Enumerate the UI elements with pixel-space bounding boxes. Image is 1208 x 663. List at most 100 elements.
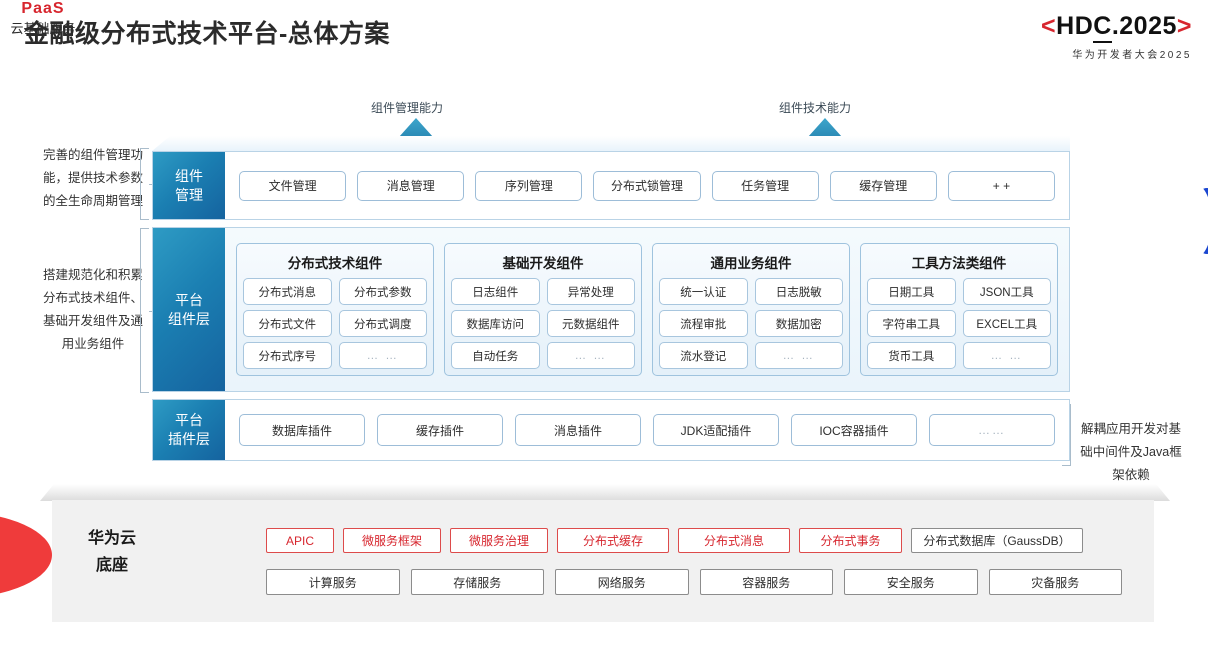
layer-body-component: 分布式技术组件 分布式消息 分布式参数 分布式文件 分布式调度 分布式序号 … …: [225, 228, 1069, 391]
hdc-logo-subtitle: 华为开发者大会2025: [1072, 50, 1192, 61]
hdc-logo: <HDC.2025> 华为开发者大会2025: [1041, 12, 1192, 61]
plugin-item[interactable]: 消息插件: [515, 414, 641, 446]
layer-body-management: 文件管理 消息管理 序列管理 分布式锁管理 任务管理 缓存管理 + +: [225, 152, 1069, 219]
layer-platform-plugin: 平台 插件层 数据库插件 缓存插件 消息插件 JDK适配插件 IOC容器插件 ……: [152, 399, 1070, 461]
management-item[interactable]: 消息管理: [357, 170, 465, 201]
component-cell[interactable]: 流水登记: [659, 342, 748, 369]
cloud-service-item[interactable]: 存储服务: [410, 569, 544, 595]
cloud-service-item[interactable]: 网络服务: [555, 569, 689, 595]
cloud-service-item[interactable]: 计算服务: [266, 569, 400, 595]
component-group-title: 工具方法类组件: [911, 256, 1007, 271]
component-group-grid: 统一认证 日志脱敏 流程审批 数据加密 流水登记 … …: [659, 278, 843, 369]
management-item-row: 文件管理 消息管理 序列管理 分布式锁管理 任务管理 缓存管理 + +: [225, 170, 1069, 201]
paas-item[interactable]: APIC: [266, 528, 334, 553]
component-cell[interactable]: 分布式参数: [338, 278, 427, 305]
management-item[interactable]: 文件管理: [239, 170, 347, 201]
component-group-grid: 分布式消息 分布式参数 分布式文件 分布式调度 分布式序号 … …: [243, 278, 427, 369]
component-group-common-business: 通用业务组件 统一认证 日志脱敏 流程审批 数据加密 流水登记 … …: [652, 243, 850, 376]
platform-panel: 组件 管理 文件管理 消息管理 序列管理 分布式锁管理 任务管理 缓存管理 + …: [152, 136, 1070, 480]
paas-item-database[interactable]: 分布式数据库（GaussDB）: [911, 528, 1083, 553]
component-cell[interactable]: 日志脱敏: [754, 278, 843, 305]
paas-item[interactable]: 微服务框架: [343, 528, 441, 553]
paas-row-label: PaaS: [21, 0, 65, 17]
component-cell-more[interactable]: … …: [338, 342, 427, 369]
panel-top-bevel: [152, 136, 1070, 151]
component-group-title: 分布式技术组件: [287, 256, 383, 271]
component-group-title: 通用业务组件: [710, 256, 792, 271]
component-cell-more[interactable]: … …: [546, 342, 635, 369]
component-group-row: 分布式技术组件 分布式消息 分布式参数 分布式文件 分布式调度 分布式序号 … …: [225, 236, 1069, 383]
bracket-left-top: [140, 148, 154, 220]
component-cell[interactable]: 自动任务: [451, 342, 540, 369]
logo-text-post: .2025: [1111, 12, 1177, 40]
red-wedge-decoration-icon: [0, 512, 52, 598]
paas-item[interactable]: 分布式消息: [678, 528, 790, 553]
component-cell[interactable]: 异常处理: [546, 278, 635, 305]
component-cell[interactable]: 数据加密: [754, 310, 843, 337]
component-cell[interactable]: 分布式文件: [243, 310, 332, 337]
capability-label-technical: 组件技术能力: [779, 101, 852, 115]
layer-component-management: 组件 管理 文件管理 消息管理 序列管理 分布式锁管理 任务管理 缓存管理 + …: [152, 151, 1070, 220]
plugin-item-more[interactable]: ……: [929, 414, 1055, 446]
management-item[interactable]: 分布式锁管理: [593, 170, 701, 201]
component-cell[interactable]: 分布式消息: [243, 278, 332, 305]
paas-item[interactable]: 分布式事务: [799, 528, 902, 553]
cloud-service-item[interactable]: 容器服务: [699, 569, 833, 595]
logo-bracket-left-icon: <: [1041, 12, 1057, 40]
component-cell[interactable]: 日志组件: [451, 278, 540, 305]
component-cell[interactable]: 元数据组件: [546, 310, 635, 337]
component-cell[interactable]: 分布式调度: [338, 310, 427, 337]
base-top-bevel: [40, 484, 1170, 501]
component-cell[interactable]: 分布式序号: [243, 342, 332, 369]
layer-body-plugin: 数据库插件 缓存插件 消息插件 JDK适配插件 IOC容器插件 ……: [225, 400, 1069, 460]
logo-text-pre: HD: [1056, 12, 1094, 40]
huawei-cloud-base-panel: [52, 500, 1154, 622]
annotation-left-top: 完善的组件管理功能，提供技术参数的全生命周期管理: [42, 148, 143, 209]
base-title-line2: 底座: [95, 557, 128, 575]
blue-crescent-mask: [1178, 184, 1208, 258]
component-cell[interactable]: EXCEL工具: [962, 310, 1051, 337]
component-group-title: 基础开发组件: [502, 256, 584, 271]
component-cell[interactable]: JSON工具: [962, 278, 1051, 305]
annotation-right: 解耦应用开发对基础中间件及Java框架依赖: [1080, 422, 1182, 483]
management-item[interactable]: 序列管理: [475, 170, 583, 201]
layer-label-line1: 组件: [175, 167, 203, 184]
cloud-service-item[interactable]: 灾备服务: [988, 569, 1122, 595]
component-group-basic-dev: 基础开发组件 日志组件 异常处理 数据库访问 元数据组件 自动任务 … …: [444, 243, 642, 376]
capability-label-management: 组件管理能力: [371, 101, 444, 115]
paas-item[interactable]: 微服务治理: [450, 528, 548, 553]
cloud-row-label: 云基础服务: [10, 21, 76, 36]
management-item[interactable]: 缓存管理: [829, 170, 937, 201]
plugin-item-row: 数据库插件 缓存插件 消息插件 JDK适配插件 IOC容器插件 ……: [225, 414, 1069, 446]
component-cell[interactable]: 数据库访问: [451, 310, 540, 337]
component-cell[interactable]: 统一认证: [659, 278, 748, 305]
hdc-logo-main: <HDC.2025>: [1041, 12, 1192, 43]
layer-label-component-management: 组件 管理: [153, 152, 225, 219]
layer-label-line1: 平台: [175, 412, 203, 429]
component-cell[interactable]: 货币工具: [867, 342, 956, 369]
layer-label-platform-component: 平台 组件层: [153, 228, 225, 391]
base-title: 华为云 底座: [70, 525, 154, 579]
component-cell[interactable]: 流程审批: [659, 310, 748, 337]
logo-text-c: C: [1093, 12, 1112, 43]
management-item[interactable]: 任务管理: [711, 170, 819, 201]
layer-label-line2: 插件层: [168, 431, 210, 447]
logo-bracket-right-icon: >: [1176, 12, 1192, 40]
component-cell-more[interactable]: … …: [962, 342, 1051, 369]
bracket-left-bottom: [140, 228, 154, 393]
management-item-more[interactable]: + +: [947, 170, 1055, 201]
plugin-item[interactable]: 缓存插件: [377, 414, 503, 446]
plugin-item[interactable]: 数据库插件: [239, 414, 365, 446]
paas-item[interactable]: 分布式缓存: [557, 528, 669, 553]
component-cell[interactable]: 日期工具: [867, 278, 956, 305]
layer-label-line2: 组件层: [168, 310, 210, 327]
component-cell[interactable]: 字符串工具: [867, 310, 956, 337]
plugin-item[interactable]: IOC容器插件: [791, 414, 917, 446]
annotation-left-bottom: 搭建规范化和积累分布式技术组件、基础开发组件及通用业务组件: [42, 268, 143, 352]
layer-label-line1: 平台: [175, 291, 203, 308]
component-cell-more[interactable]: … …: [754, 342, 843, 369]
component-group-grid: 日期工具 JSON工具 字符串工具 EXCEL工具 货币工具 … …: [867, 278, 1051, 369]
plugin-item[interactable]: JDK适配插件: [653, 414, 779, 446]
cloud-service-item[interactable]: 安全服务: [844, 569, 978, 595]
layer-label-platform-plugin: 平台 插件层: [153, 400, 225, 460]
